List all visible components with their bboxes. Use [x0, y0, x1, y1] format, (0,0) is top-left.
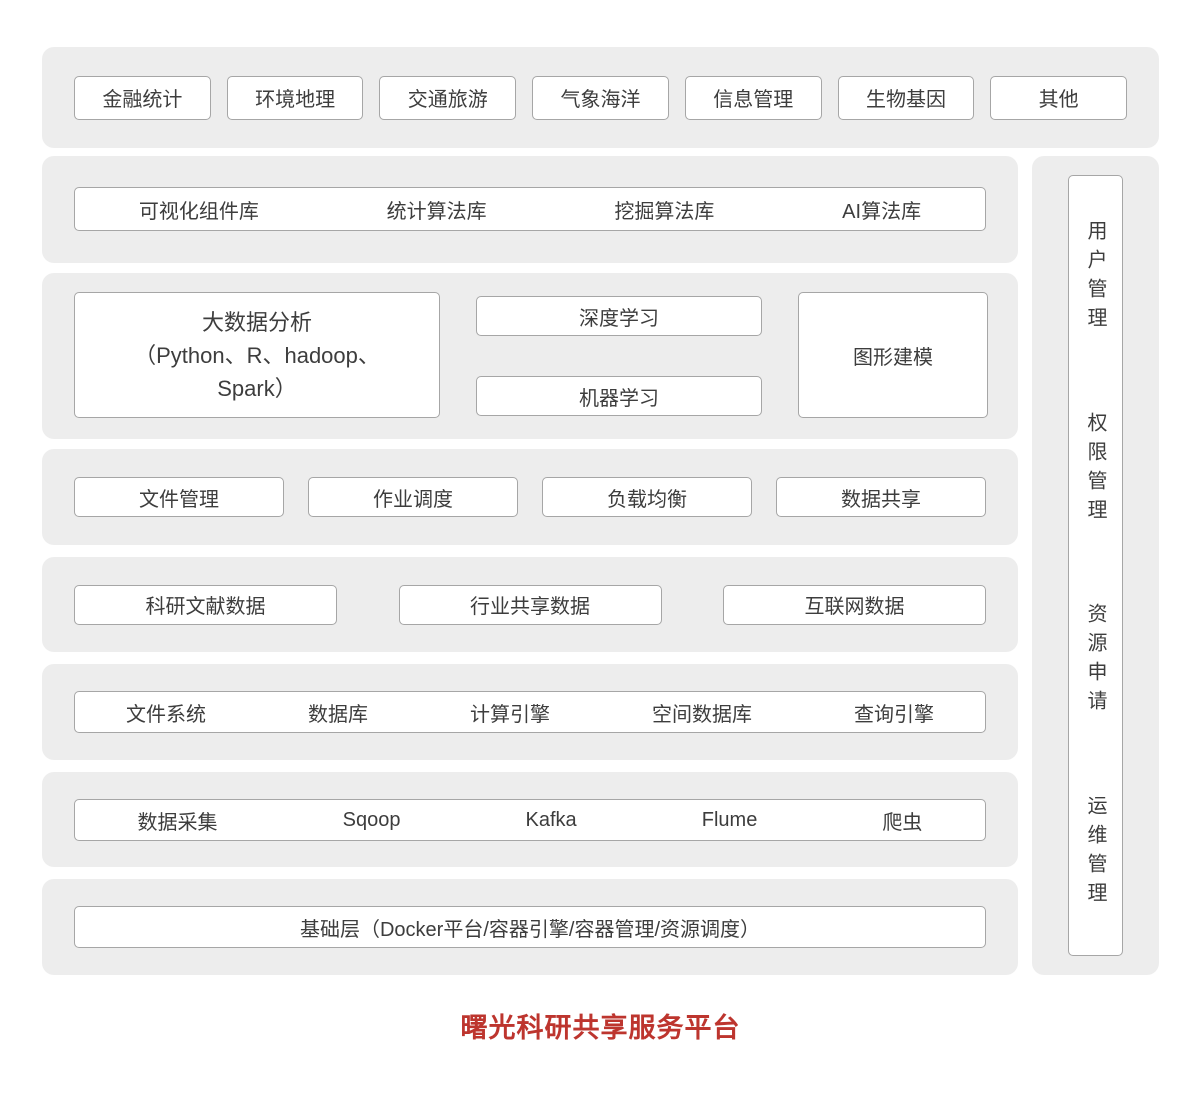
band-management: 文件管理 作业调度 负载均衡 数据共享	[42, 449, 1018, 545]
box-deep-learning: 深度学习	[476, 296, 762, 336]
band-collection: 数据采集 Sqoop Kafka Flume 爬虫	[42, 772, 1018, 867]
side-item-ops-management: 运维管理	[1084, 794, 1106, 911]
collection-item-sqoop: Sqoop	[342, 808, 401, 831]
bigdata-line-2: （Python、R、hadoop、	[134, 342, 380, 368]
storage-box: 文件系统 数据库 计算引擎 空间数据库 查询引擎	[74, 691, 986, 733]
side-panel: 用户管理 权限管理 资源申请 运维管理	[1032, 156, 1159, 975]
domain-box-biology: 生物基因	[837, 75, 975, 120]
graph-modeling-label: 图形建模	[853, 346, 933, 369]
algorithm-item-visualization: 可视化组件库	[138, 200, 259, 223]
algorithm-item-statistics: 统计算法库	[386, 200, 487, 223]
box-industry-shared-data: 行业共享数据	[398, 584, 662, 625]
machine-learning-label: 机器学习	[579, 387, 659, 410]
side-panel-box: 用户管理 权限管理 资源申请 运维管理	[1068, 175, 1123, 956]
domain-tags-row: 金融统计 环境地理 交通旅游 气象海洋 信息管理 生物基因 其他	[42, 47, 1159, 148]
side-item-user-management: 用户管理	[1084, 220, 1106, 336]
algorithm-item-mining: 挖掘算法库	[614, 200, 715, 223]
side-item-permission-management: 权限管理	[1084, 411, 1106, 528]
collection-item-crawler: 爬虫	[882, 811, 923, 834]
deep-learning-label: 深度学习	[579, 307, 659, 330]
collection-item-kafka: Kafka	[525, 808, 577, 831]
domain-box-information: 信息管理	[684, 75, 822, 120]
collection-item-flume: Flume	[701, 808, 758, 831]
box-job-scheduling: 作业调度	[308, 477, 518, 517]
domain-box-other: 其他	[990, 75, 1128, 120]
storage-item-database: 数据库	[308, 703, 368, 726]
storage-item-query-engine: 查询引擎	[854, 703, 934, 726]
data-sources-row: 科研文献数据 行业共享数据 互联网数据	[42, 557, 1018, 652]
management-row: 文件管理 作业调度 负载均衡 数据共享	[42, 449, 1018, 545]
bigdata-line-1: 大数据分析	[201, 309, 312, 335]
box-machine-learning: 机器学习	[476, 376, 762, 416]
band-algorithm-library: 可视化组件库 统计算法库 挖掘算法库 AI算法库	[42, 156, 1018, 263]
infrastructure-box: 基础层（Docker平台/容器引擎/容器管理/资源调度）	[74, 906, 986, 948]
band-domain-tags: 金融统计 环境地理 交通旅游 气象海洋 信息管理 生物基因 其他	[42, 47, 1159, 148]
box-internet-data: 互联网数据	[723, 584, 986, 625]
page-title: 曙光科研共享服务平台	[460, 1013, 741, 1043]
storage-item-compute-engine: 计算引擎	[470, 703, 550, 726]
algorithm-item-ai: AI算法库	[842, 200, 922, 223]
domain-box-environment: 环境地理	[226, 75, 364, 120]
bigdata-line-3: Spark）	[217, 375, 297, 401]
box-data-sharing: 数据共享	[776, 477, 986, 517]
box-research-literature-data: 科研文献数据	[74, 584, 337, 625]
box-file-management: 文件管理	[74, 477, 284, 517]
side-item-resource-application: 资源申请	[1084, 603, 1106, 720]
infrastructure-label: 基础层（Docker平台/容器引擎/容器管理/资源调度）	[299, 918, 761, 941]
domain-box-weather: 气象海洋	[532, 75, 669, 120]
domain-box-finance: 金融统计	[74, 75, 211, 120]
algorithm-library-box: 可视化组件库 统计算法库 挖掘算法库 AI算法库	[74, 187, 986, 231]
band-data-sources: 科研文献数据 行业共享数据 互联网数据	[42, 557, 1018, 652]
box-load-balancing: 负载均衡	[542, 477, 752, 517]
box-bigdata-analysis: 大数据分析 （Python、R、hadoop、 Spark）	[74, 292, 440, 418]
collection-box: 数据采集 Sqoop Kafka Flume 爬虫	[74, 799, 986, 841]
box-graph-modeling: 图形建模	[798, 292, 988, 418]
domain-box-traffic: 交通旅游	[379, 75, 517, 120]
storage-item-spatial-database: 空间数据库	[652, 703, 752, 726]
band-analysis: 大数据分析 （Python、R、hadoop、 Spark） 深度学习 机器学习…	[42, 273, 1018, 439]
band-infrastructure: 基础层（Docker平台/容器引擎/容器管理/资源调度）	[42, 879, 1018, 975]
band-storage: 文件系统 数据库 计算引擎 空间数据库 查询引擎	[42, 664, 1018, 760]
storage-item-file-system: 文件系统	[126, 703, 206, 726]
collection-item-data-collection: 数据采集	[137, 811, 218, 834]
